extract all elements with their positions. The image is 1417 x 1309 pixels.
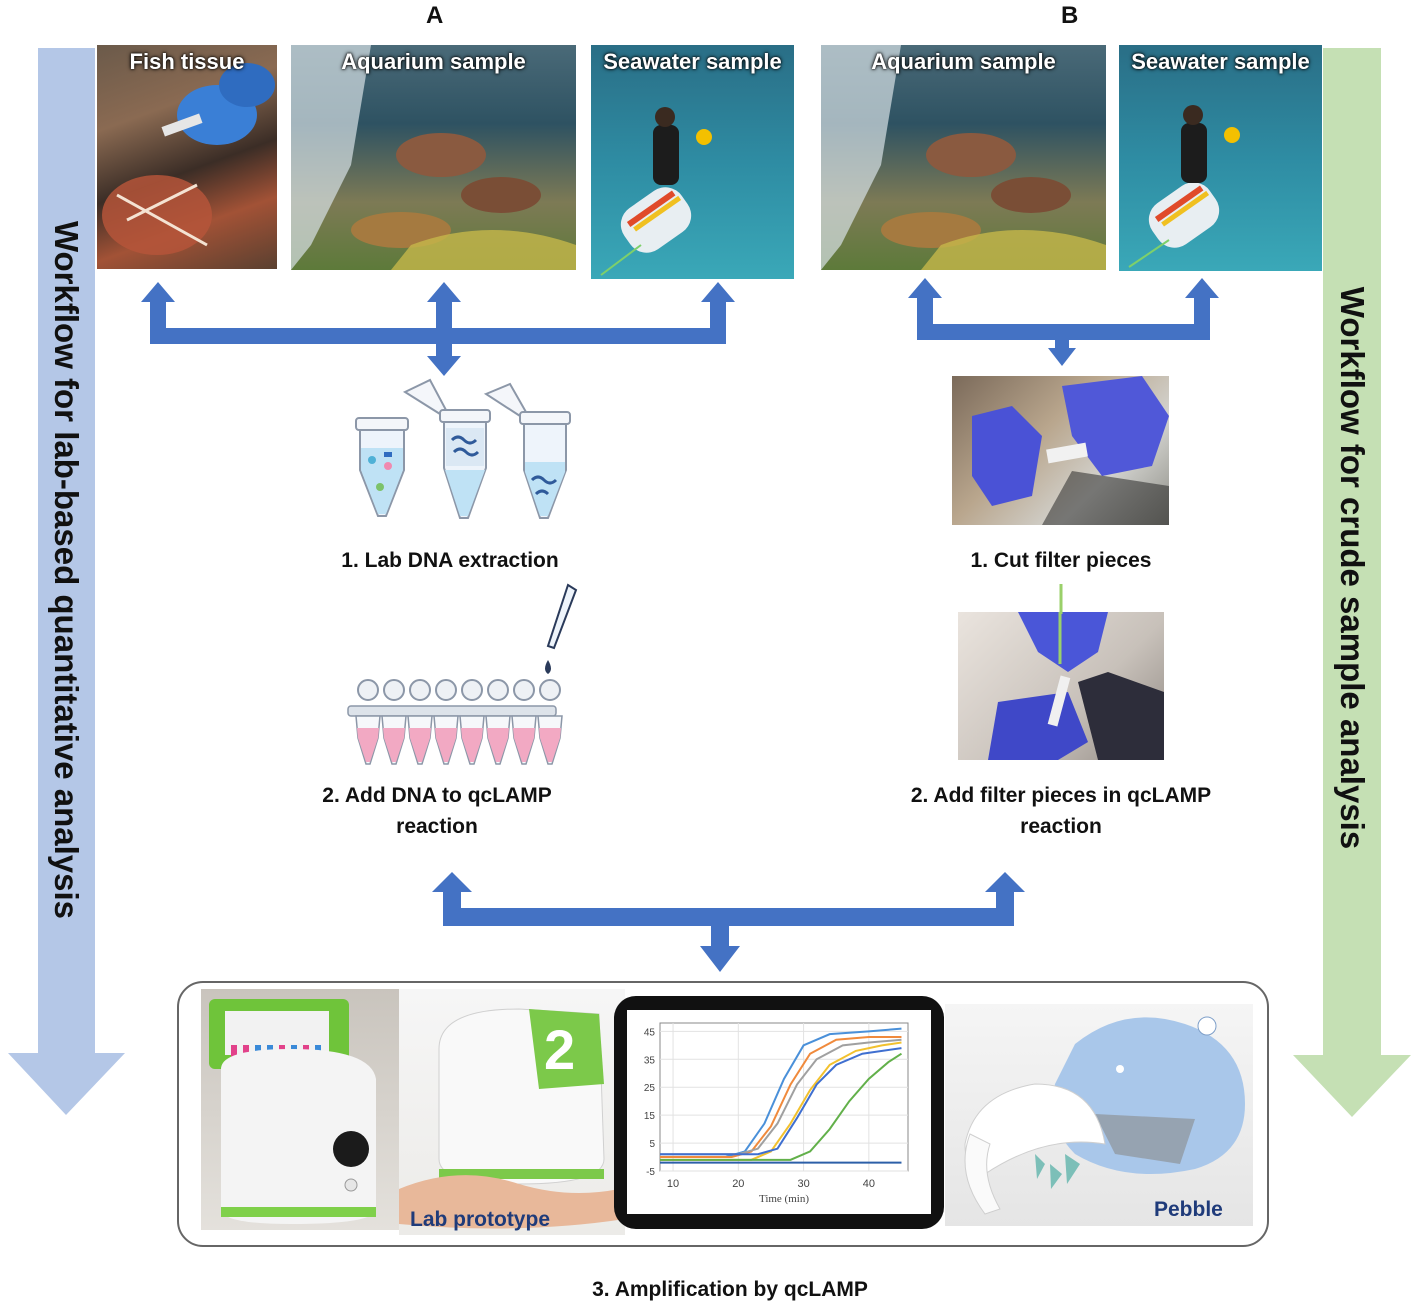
photo-add-filter <box>958 612 1164 760</box>
chart-y-tick-label: -5 <box>646 1167 655 1178</box>
chart-y-tick-label: 45 <box>644 1027 656 1038</box>
arrow-up-add-dna <box>432 872 472 892</box>
chart-x-axis-label: Time (min) <box>759 1193 809 1205</box>
lab-prototype-label: Lab prototype <box>410 1208 550 1231</box>
bracket-a-left-stem <box>150 302 166 336</box>
chart-y-tick-label: 5 <box>649 1139 655 1150</box>
arrow-up-fish <box>141 282 175 302</box>
arrow-down-extraction <box>427 356 461 376</box>
bracket-bottom-left-stem <box>443 888 461 918</box>
arrow-up-seawater-b <box>1185 278 1219 298</box>
pebble-label: Pebble <box>1154 1198 1223 1221</box>
chart-series <box>660 1027 903 1164</box>
aquarium-label-a: Aquarium sample <box>341 49 526 74</box>
seawater-illustration-b <box>1128 105 1240 268</box>
right-workflow-arrow <box>1293 48 1411 1117</box>
photo-seawater-a: Seawater sample <box>591 45 794 279</box>
fish-tissue-illustration <box>102 63 275 255</box>
extraction-tubes <box>355 378 571 519</box>
arrow-up-seawater-a <box>701 282 735 302</box>
seawater-label-a: Seawater sample <box>603 49 782 74</box>
aquarium-label-b: Aquarium sample <box>871 49 1056 74</box>
chart-x-tick-label: 20 <box>732 1178 744 1190</box>
step-b2-label-line2: reaction <box>1020 815 1102 838</box>
left-workflow-arrow <box>8 48 125 1115</box>
photo-pebble: Pebble <box>945 1004 1253 1226</box>
photo-aquarium-b: Aquarium sample <box>821 45 1106 270</box>
chart-x-tick-label: 30 <box>797 1178 809 1190</box>
chart-series-line-3 <box>660 1038 902 1156</box>
bracket-bottom-down-stem <box>711 924 729 948</box>
cut-filter-illustration <box>972 376 1169 525</box>
step-b2-label-line1: 2. Add filter pieces in qcLAMP <box>910 784 1212 807</box>
step-a1-label: 1. Lab DNA extraction <box>341 549 559 572</box>
chart-x-ticks: 10 20 30 40 <box>667 1178 875 1190</box>
arrow-up-add-filter <box>985 872 1025 892</box>
photo-lab-prototype: 2 Lab prototype <box>399 989 625 1235</box>
photo-device-green <box>201 989 399 1230</box>
chart-y-tick-label: 15 <box>644 1111 656 1122</box>
bracket-bottom-right-stem <box>996 888 1014 918</box>
chart-y-ticks: -5 5 15 25 35 45 <box>644 1027 656 1178</box>
bracket-b-right-stem <box>1194 298 1210 332</box>
photo-seawater-b: Seawater sample <box>1119 45 1322 271</box>
bracket-b-down-stem <box>1055 330 1069 350</box>
photo-fish-tissue: Fish tissue <box>97 45 277 269</box>
seawater-label-b: Seawater sample <box>1131 49 1310 74</box>
chart-series-line-5 <box>660 1047 902 1156</box>
photo-cut-filter <box>952 376 1169 525</box>
aquarium-illustration-a <box>291 45 576 270</box>
panel-label-a: A <box>426 2 444 29</box>
chart-x-tick-label: 10 <box>667 1178 679 1190</box>
fish-tissue-label: Fish tissue <box>129 49 245 74</box>
bracket-b-left-stem <box>917 298 933 332</box>
cube-number: 2 <box>544 1018 575 1081</box>
chart-series-line-6 <box>660 1052 903 1161</box>
pebble-illustration <box>964 1016 1245 1215</box>
chart-x-tick-label: 40 <box>863 1178 875 1190</box>
panel-label-b: B <box>1061 2 1079 29</box>
arrow-up-aquarium-a <box>427 282 461 302</box>
step-final-label: 3. Amplification by qcLAMP <box>592 1278 868 1301</box>
aquarium-illustration-b <box>821 45 1106 270</box>
device-green-illustration <box>209 999 376 1224</box>
arrow-down-amplification <box>700 946 740 972</box>
bracket-a-mid-stem <box>436 302 452 358</box>
arrow-down-cut-filter <box>1048 348 1076 366</box>
step-b1-label: 1. Cut filter pieces <box>970 549 1152 572</box>
bracket-bottom-bar <box>443 908 1014 926</box>
photo-aquarium-a: Aquarium sample <box>291 45 576 270</box>
arrow-up-aquarium-b <box>908 278 942 298</box>
chart-y-tick-label: 25 <box>644 1083 656 1094</box>
step-a2-label-line2: reaction <box>396 815 478 838</box>
bracket-a-right-stem <box>710 302 726 336</box>
pcr-strip <box>347 583 578 765</box>
seawater-illustration-a <box>600 107 712 276</box>
step-a2-label-line1: 2. Add DNA to qcLAMP <box>322 784 552 807</box>
lab-prototype-illustration: 2 <box>399 1008 625 1229</box>
chart-series-line-4 <box>660 1041 902 1161</box>
chart-y-tick-label: 35 <box>644 1055 656 1066</box>
add-filter-illustration <box>988 612 1164 760</box>
